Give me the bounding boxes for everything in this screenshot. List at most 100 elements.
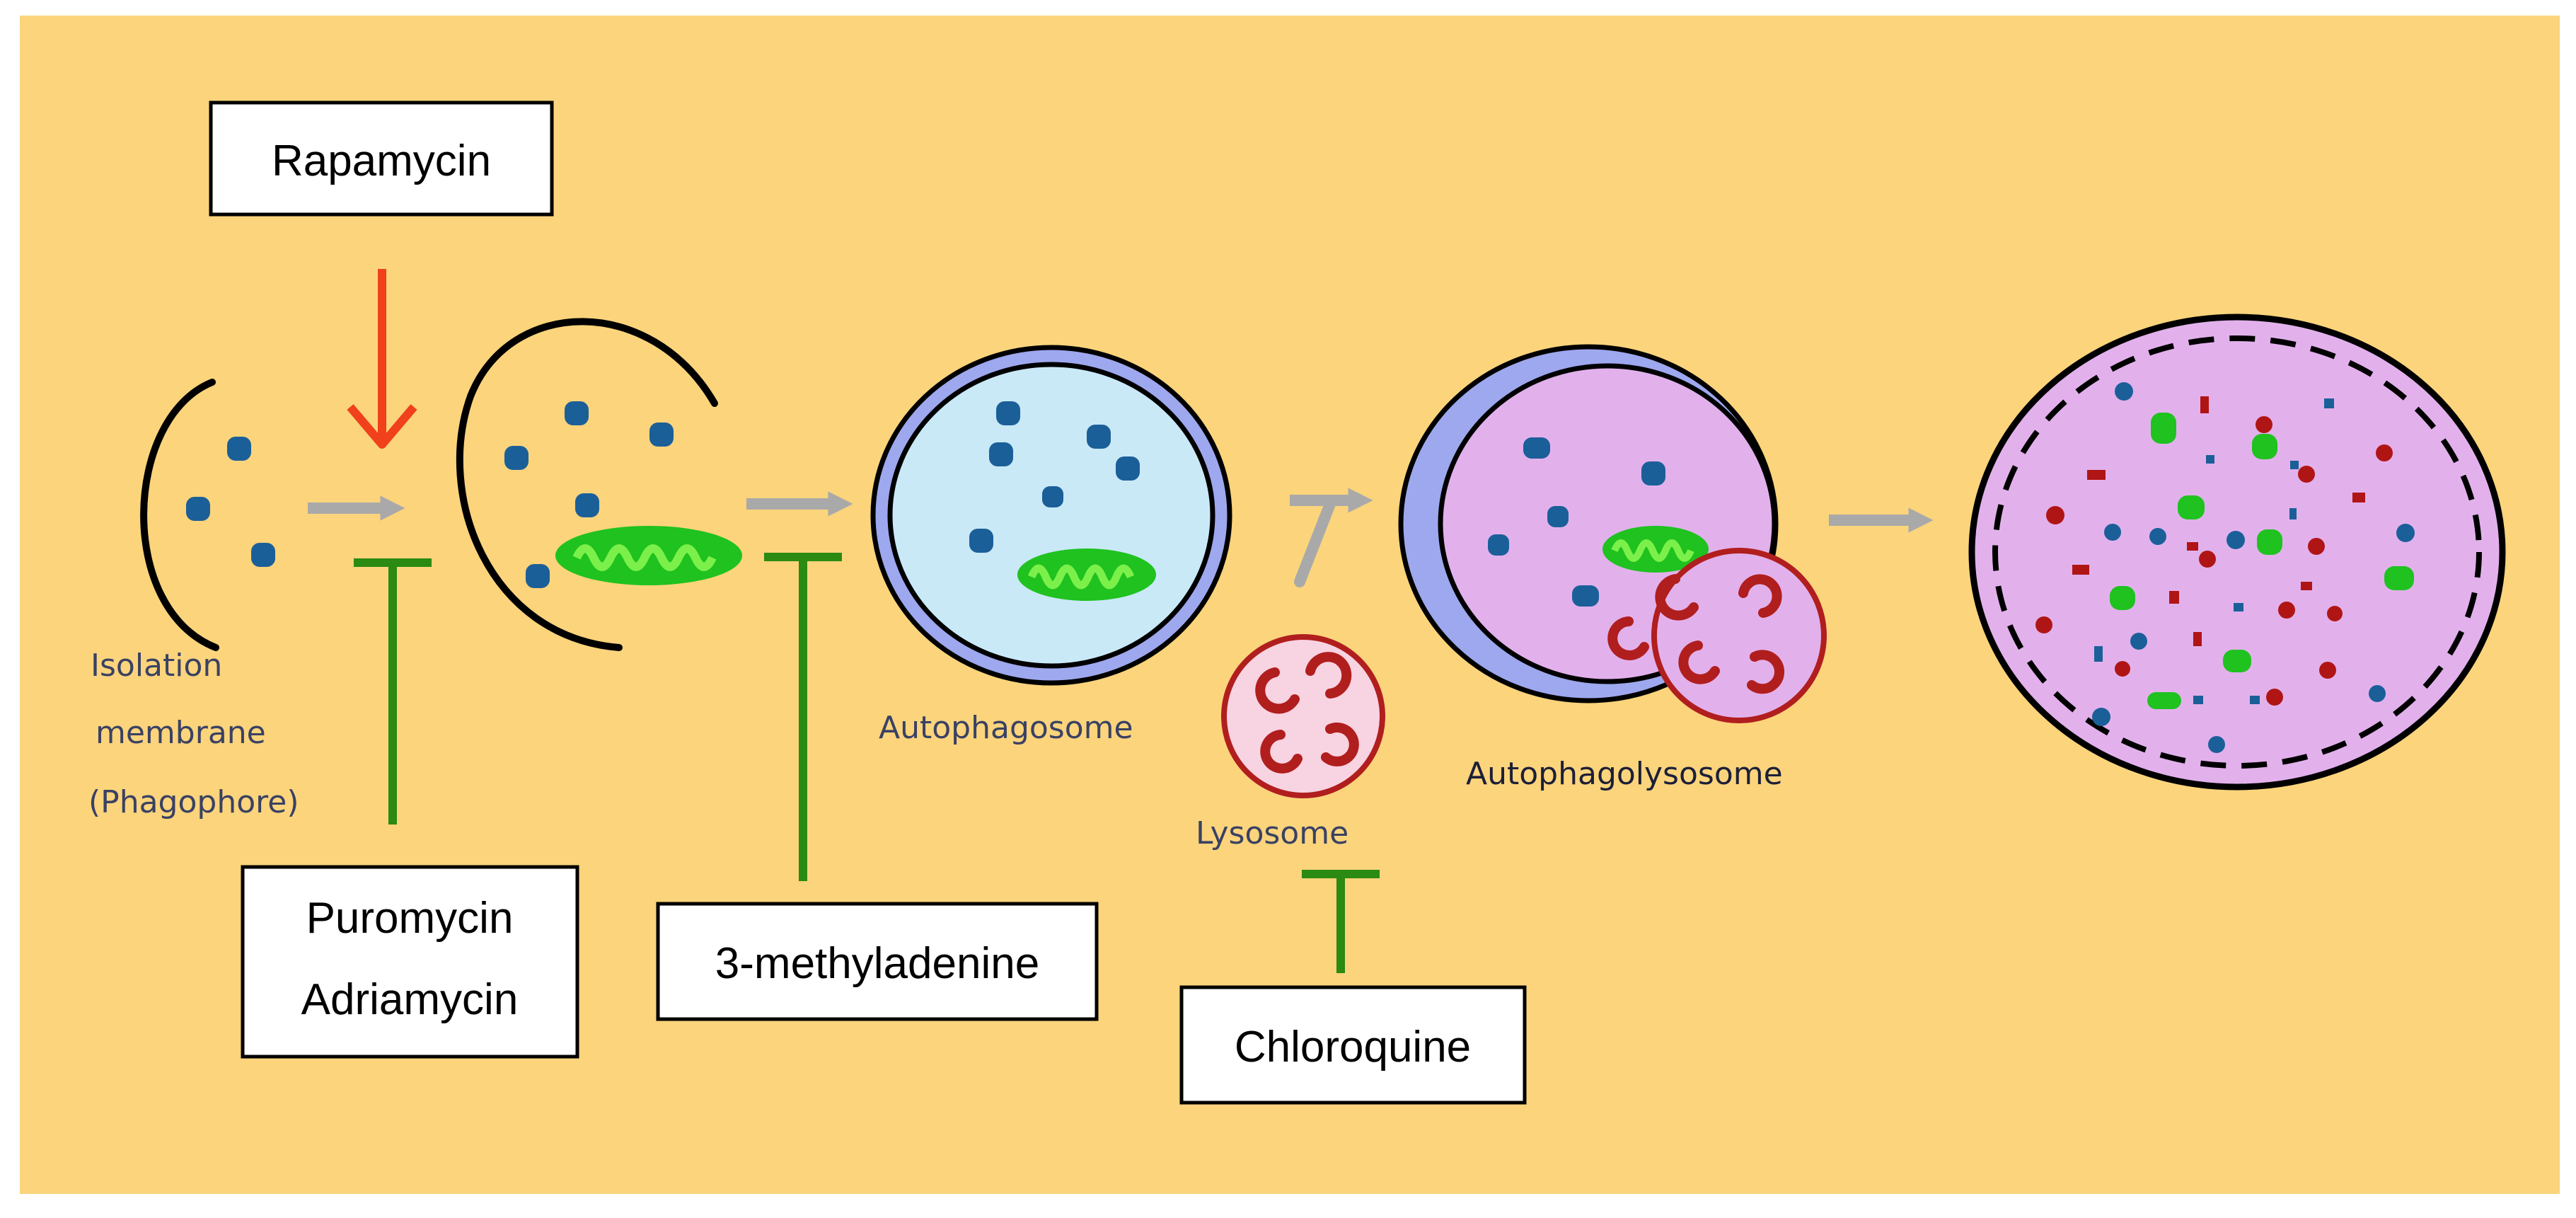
cargo-dot bbox=[2115, 382, 2133, 401]
inhibition-bar-icon bbox=[764, 553, 842, 881]
cargo-dot bbox=[2193, 696, 2203, 704]
lysosome bbox=[1221, 634, 1385, 798]
debris-red bbox=[2169, 591, 2179, 604]
mito-fragment bbox=[2178, 495, 2205, 519]
debris-red bbox=[2298, 466, 2315, 483]
enzyme-icon bbox=[1678, 640, 1720, 684]
enzyme-icon bbox=[1305, 652, 1352, 699]
cargo-dot bbox=[2234, 603, 2243, 611]
isolation-label-line3: (Phagophore) bbox=[88, 784, 299, 820]
cargo-dot bbox=[1572, 585, 1599, 607]
mitochondrion-icon bbox=[1017, 548, 1156, 601]
debris-red bbox=[2115, 661, 2130, 677]
methyladenine-label: 3-methyladenine bbox=[715, 939, 1039, 988]
enzyme-icon bbox=[1607, 616, 1649, 660]
cargo-dot bbox=[996, 401, 1020, 425]
inhibition-bar-icon bbox=[354, 558, 432, 825]
autophagolysosome-label: Autophagolysosome bbox=[1466, 756, 1783, 792]
cargo-dot bbox=[969, 529, 993, 553]
puromycin-adriamycin-box: Puromycin Adriamycin bbox=[241, 865, 579, 1059]
debris-red bbox=[2266, 689, 2283, 706]
lysosome-label: Lysosome bbox=[1196, 815, 1348, 851]
cargo-dot bbox=[2250, 696, 2260, 704]
methyladenine-box: 3-methyladenine bbox=[656, 902, 1099, 1021]
cargo-dot bbox=[1547, 506, 1569, 527]
mito-fragment bbox=[2252, 434, 2277, 459]
enzyme-icon bbox=[1655, 574, 1699, 621]
cargo-dot bbox=[186, 497, 210, 521]
cargo-dot bbox=[2092, 708, 2110, 726]
debris-red bbox=[2199, 551, 2216, 568]
debris-red bbox=[2046, 506, 2064, 524]
debris-red bbox=[2278, 602, 2295, 619]
cargo-dot bbox=[2396, 524, 2415, 542]
cargo-dot bbox=[504, 446, 529, 470]
isolation-label-line1: Isolation bbox=[91, 648, 222, 684]
mito-fragment bbox=[2223, 650, 2251, 672]
enzyme-icon bbox=[1747, 650, 1784, 694]
cargo-dot bbox=[2206, 455, 2214, 464]
cargo-dot bbox=[251, 543, 275, 567]
rapamycin-label: Rapamycin bbox=[272, 137, 491, 185]
debris-red bbox=[2072, 565, 2089, 575]
enzyme-icon bbox=[1260, 730, 1303, 774]
debris-red bbox=[2200, 396, 2209, 413]
cargo-dot bbox=[2130, 633, 2147, 650]
expanding-phagophore bbox=[456, 318, 742, 651]
cargo-dot bbox=[2289, 508, 2297, 519]
chloroquine-label: Chloroquine bbox=[1235, 1023, 1471, 1072]
cargo-dot bbox=[2149, 528, 2166, 545]
cargo-dot bbox=[575, 493, 599, 517]
autophagosome-label: Autophagosome bbox=[879, 710, 1133, 746]
debris-red bbox=[2352, 493, 2365, 502]
enzyme-icon bbox=[1255, 667, 1300, 714]
rapamycin-box: Rapamycin bbox=[209, 100, 554, 217]
enzyme-icon bbox=[1738, 574, 1782, 618]
enzyme-icon bbox=[1321, 722, 1359, 766]
cargo-dot bbox=[2104, 524, 2121, 541]
cargo-dot bbox=[227, 437, 251, 461]
debris-red bbox=[2193, 632, 2202, 646]
mito-fragment bbox=[2147, 692, 2181, 709]
isolation-membrane bbox=[140, 379, 275, 651]
cargo-dot bbox=[1488, 534, 1509, 556]
debris-red bbox=[2301, 582, 2312, 590]
debris-red bbox=[2376, 444, 2393, 461]
cargo-dot bbox=[2369, 685, 2386, 702]
isolation-label-line2: membrane bbox=[96, 715, 266, 751]
cargo-dot bbox=[2226, 531, 2245, 549]
debris-red bbox=[2327, 606, 2343, 621]
cargo-dot bbox=[2094, 646, 2103, 662]
cargo-dot bbox=[1116, 456, 1140, 481]
puromycin-label: Puromycin bbox=[306, 894, 514, 943]
mitochondrion-icon bbox=[555, 526, 742, 585]
mito-fragment bbox=[2151, 413, 2176, 444]
adriamycin-label: Adriamycin bbox=[301, 975, 519, 1024]
cargo-dot bbox=[2290, 461, 2299, 469]
mito-fragment bbox=[2110, 586, 2135, 610]
cargo-dot bbox=[565, 401, 589, 425]
mitochondrion-icon bbox=[1602, 526, 1709, 573]
cargo-dot bbox=[1641, 461, 1665, 486]
debris-red bbox=[2308, 538, 2325, 555]
degradation-vesicle bbox=[1968, 314, 2506, 791]
cargo-dot bbox=[989, 442, 1013, 466]
cargo-dot bbox=[2208, 736, 2225, 753]
chloroquine-box: Chloroquine bbox=[1179, 985, 1527, 1105]
debris-red bbox=[2319, 662, 2336, 679]
debris-red bbox=[2187, 542, 2198, 551]
cargo-dot bbox=[1042, 486, 1063, 507]
debris-red bbox=[2256, 416, 2272, 433]
mito-fragment bbox=[2257, 529, 2282, 555]
autophagolysosome bbox=[1398, 344, 1827, 723]
progression-arrow-icon bbox=[1290, 488, 1373, 587]
debris-red bbox=[2035, 616, 2052, 633]
inhibition-bar-icon bbox=[1302, 870, 1380, 973]
cargo-dot bbox=[1087, 425, 1111, 449]
debris-red bbox=[2087, 470, 2106, 480]
mito-fragment bbox=[2384, 566, 2414, 590]
activation-arrow-icon bbox=[347, 269, 417, 449]
cargo-dot bbox=[1523, 437, 1550, 459]
cargo-dot bbox=[526, 564, 550, 588]
